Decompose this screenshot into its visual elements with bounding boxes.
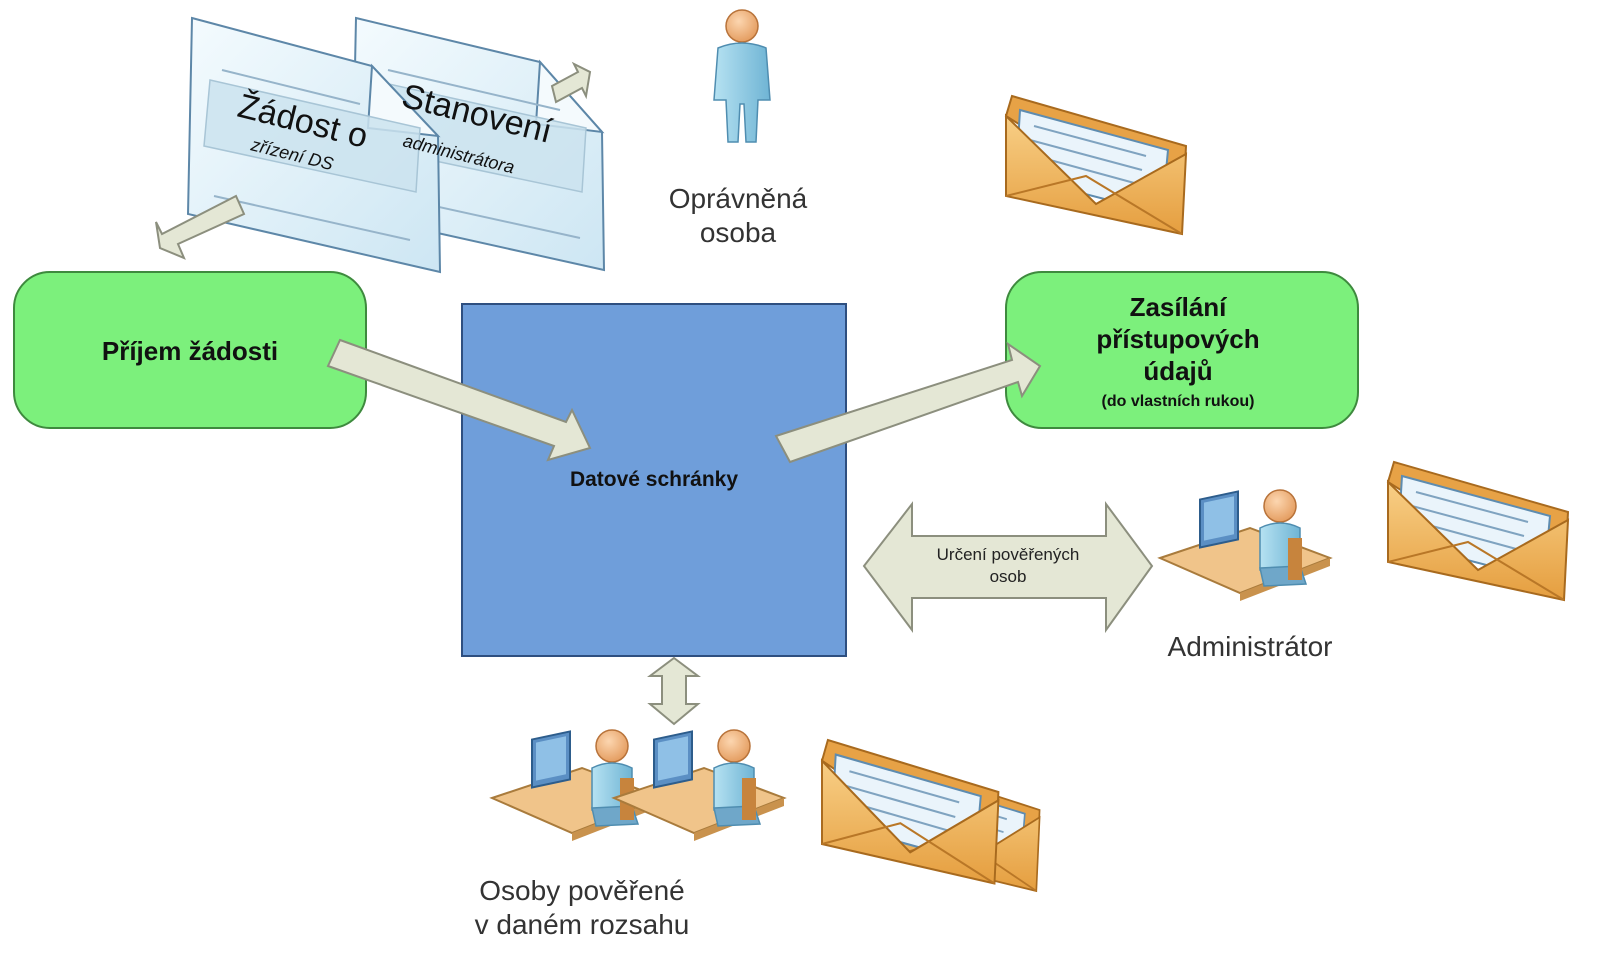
arrow-designation-double xyxy=(862,500,1154,634)
arrow-center-to-delegated xyxy=(647,656,701,726)
delegated-person-1-icon xyxy=(491,729,663,842)
arrow-documents-up xyxy=(550,61,592,104)
sending-box-note: (do vlastních rukou) xyxy=(1102,393,1255,410)
sending-box-line3: údajů xyxy=(1143,356,1212,386)
envelope-top-icon xyxy=(1005,95,1187,235)
authorized-person-label-line2: osoba xyxy=(700,217,777,248)
authorized-person-label-line1: Oprávněná xyxy=(669,183,808,214)
data-boxes-label: Datové schránky xyxy=(570,468,738,491)
administrator-icon xyxy=(1159,489,1331,602)
delegated-persons-line2: v daném rozsahu xyxy=(475,909,690,940)
envelope-right-icon xyxy=(1387,461,1569,601)
authorized-person-icon xyxy=(713,9,771,143)
arrow-documents-to-receipt xyxy=(155,194,246,260)
delegated-persons-line1: Osoby pověřené xyxy=(479,875,684,906)
arrow-center-to-sending xyxy=(774,341,1042,464)
document-zadost-icon xyxy=(186,16,442,274)
sending-box-line2: přístupových xyxy=(1096,324,1259,354)
designation-label-line1: Určení pověřených xyxy=(937,545,1080,564)
envelope-bottom-front-icon xyxy=(820,738,1000,885)
sending-box-line1: Zasílání xyxy=(1130,292,1228,322)
administrator-label: Administrátor xyxy=(1168,631,1333,662)
designation-label-line2: osob xyxy=(990,567,1027,586)
arrow-receipt-to-center xyxy=(326,338,592,462)
sending-box xyxy=(1005,271,1359,429)
delegated-person-2-icon xyxy=(613,729,785,842)
data-boxes-center xyxy=(461,303,847,657)
receipt-box-label: Příjem žádosti xyxy=(102,336,278,366)
